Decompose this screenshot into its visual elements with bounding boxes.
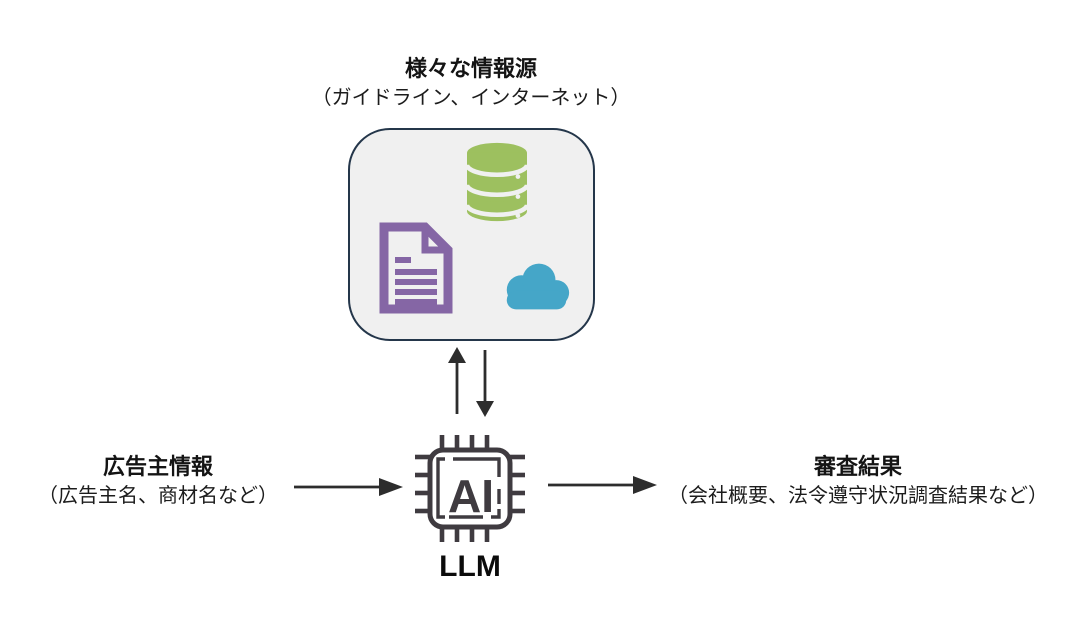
sources-box — [348, 128, 595, 341]
cloud-icon — [506, 263, 570, 310]
sources-title: 様々な情報源 — [404, 56, 537, 81]
output-title: 審査結果 — [813, 454, 902, 479]
output-label-block: 審査結果 （会社概要、法令遵守状況調査結果など） — [633, 452, 1083, 511]
arrow-llm-to-output-icon — [548, 476, 657, 494]
arrow-down-icon — [476, 350, 494, 417]
chip-text: AI — [448, 470, 494, 522]
sources-title-block: 様々な情報源 （ガイドライン、インターネット） — [271, 54, 671, 113]
input-subtitle: （広告主名、商材名など） — [38, 485, 278, 507]
arrow-input-to-llm-icon — [294, 478, 403, 496]
document-icon — [379, 222, 453, 314]
input-title: 広告主情報 — [102, 454, 213, 479]
llm-label: LLM — [439, 550, 501, 583]
sources-llm-arrows — [448, 347, 494, 417]
arrow-up-icon — [448, 347, 466, 414]
sources-subtitle: （ガイドライン、インターネット） — [311, 87, 631, 109]
output-subtitle: （会社概要、法令遵守状況調査結果など） — [668, 485, 1048, 507]
input-label-block: 広告主情報 （広告主名、商材名など） — [8, 452, 308, 511]
ai-chip-icon: AI — [415, 435, 525, 542]
database-icon — [464, 142, 530, 222]
